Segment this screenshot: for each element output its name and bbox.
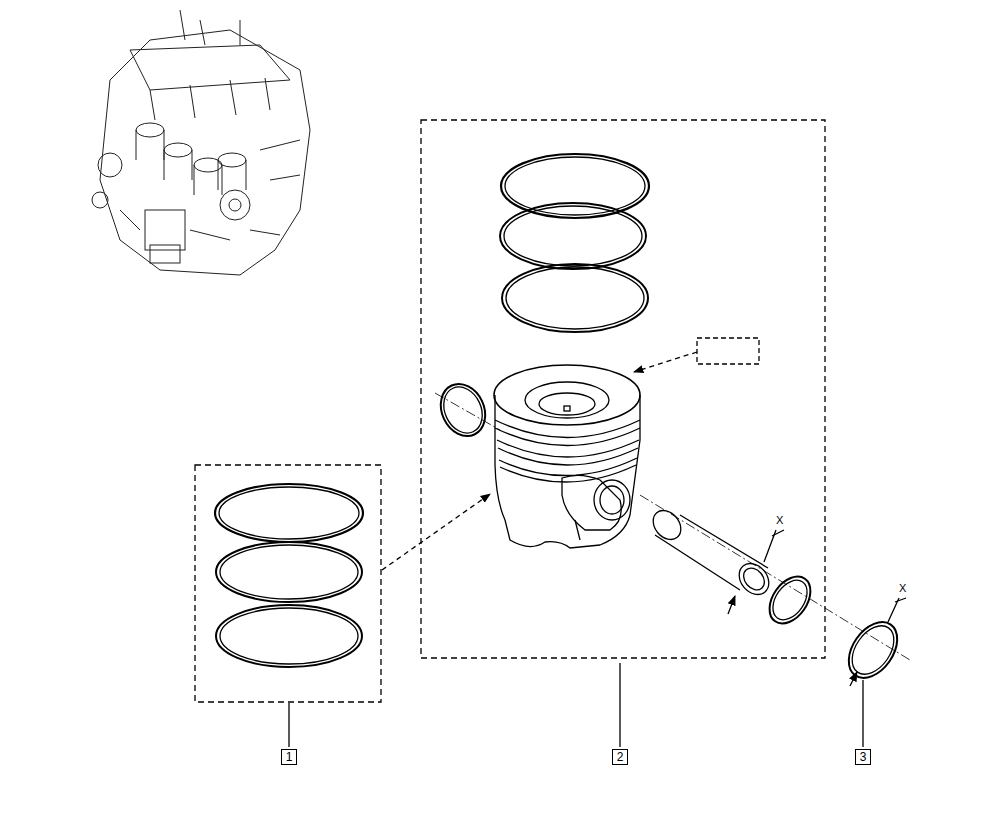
callout-number: 1 (286, 751, 293, 763)
dimension-line (772, 530, 906, 602)
callout-box: 1 (281, 749, 297, 765)
dimension-line (728, 530, 776, 614)
piston-kit-group (421, 120, 825, 658)
circlip (839, 613, 907, 687)
ring-set-group (195, 465, 381, 702)
piston-rings (215, 484, 363, 667)
dimension-label: X (898, 583, 907, 594)
piston (494, 365, 640, 548)
leader-line (619, 663, 620, 747)
assembly-arrow (382, 494, 490, 570)
piston-rings (500, 154, 649, 332)
callout-number: 2 (617, 751, 624, 763)
dimension-line (850, 598, 899, 686)
leader-line (288, 703, 289, 747)
callout-number: 3 (860, 751, 867, 763)
circlip (433, 377, 494, 444)
piston-pin (648, 505, 775, 600)
axis-line (435, 393, 910, 660)
callout-box: 3 (855, 749, 871, 765)
leader-line (862, 680, 863, 747)
dimension-label: X (775, 515, 784, 526)
marking-box (697, 338, 759, 364)
engine-overview (92, 10, 310, 275)
assembly-arrow (634, 352, 697, 372)
callout-box: 2 (612, 749, 628, 765)
circlip (761, 569, 819, 631)
